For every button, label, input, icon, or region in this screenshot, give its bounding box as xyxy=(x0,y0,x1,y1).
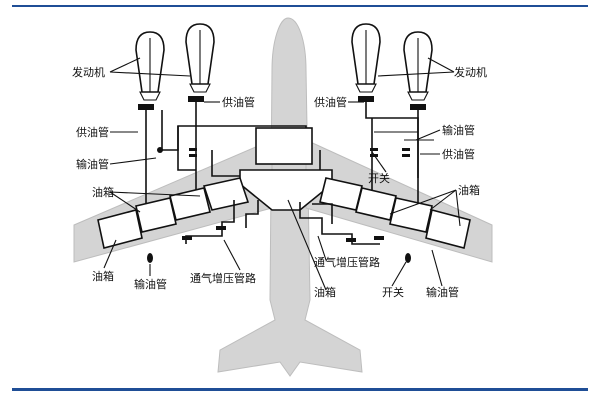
label-supply-pipe-center-right: 供油管 xyxy=(314,95,347,109)
labels: 发动机 发动机 供油管 供油管 供油管 输油管 输油管 供油管 开关 油箱 油箱… xyxy=(72,65,487,299)
label-transfer-pipe-bottom-right: 输油管 xyxy=(426,285,459,299)
left-tank-outer xyxy=(135,197,177,233)
engine-1 xyxy=(135,31,165,101)
label-switch-lower: 开关 xyxy=(382,285,404,299)
switch-right-icon xyxy=(405,253,411,263)
label-engine-left: 发动机 xyxy=(72,65,105,79)
label-transfer-pipe-bottom-left: 输油管 xyxy=(134,277,167,291)
engine-2 xyxy=(185,23,215,93)
label-vent-pressurization-left: 通气增压管路 xyxy=(190,271,256,285)
switches xyxy=(147,253,411,263)
vent-pressurization-pipes xyxy=(182,200,384,245)
switch-left-icon xyxy=(147,253,153,263)
label-vent-pressurization-right: 通气增压管路 xyxy=(314,255,380,269)
engines xyxy=(135,23,433,101)
label-tank-bottom-left: 油箱 xyxy=(92,269,114,283)
left-tank-inner xyxy=(202,177,250,211)
label-tank-bottom-center: 油箱 xyxy=(314,285,336,299)
label-supply-pipe-upper-left: 供油管 xyxy=(76,125,109,139)
label-supply-pipe-center: 供油管 xyxy=(222,95,255,109)
right-tank-mid xyxy=(355,187,397,221)
label-tank-upper-left: 油箱 xyxy=(92,185,114,199)
leader-lines xyxy=(103,57,461,291)
engine-connectors xyxy=(138,96,426,110)
label-transfer-pipe-right: 输油管 xyxy=(442,123,475,137)
label-engine-right: 发动机 xyxy=(454,65,487,79)
bottom-rule xyxy=(12,388,588,391)
left-tank-tip xyxy=(97,209,143,249)
engine-4 xyxy=(403,31,433,101)
label-tank-upper-right: 油箱 xyxy=(458,183,480,197)
center-tank xyxy=(255,127,313,165)
label-switch-upper: 开关 xyxy=(368,171,390,185)
label-supply-pipe-right: 供油管 xyxy=(442,147,475,161)
top-rule xyxy=(12,5,588,7)
label-transfer-pipe-left: 输油管 xyxy=(76,157,109,171)
engine-3 xyxy=(351,23,381,93)
